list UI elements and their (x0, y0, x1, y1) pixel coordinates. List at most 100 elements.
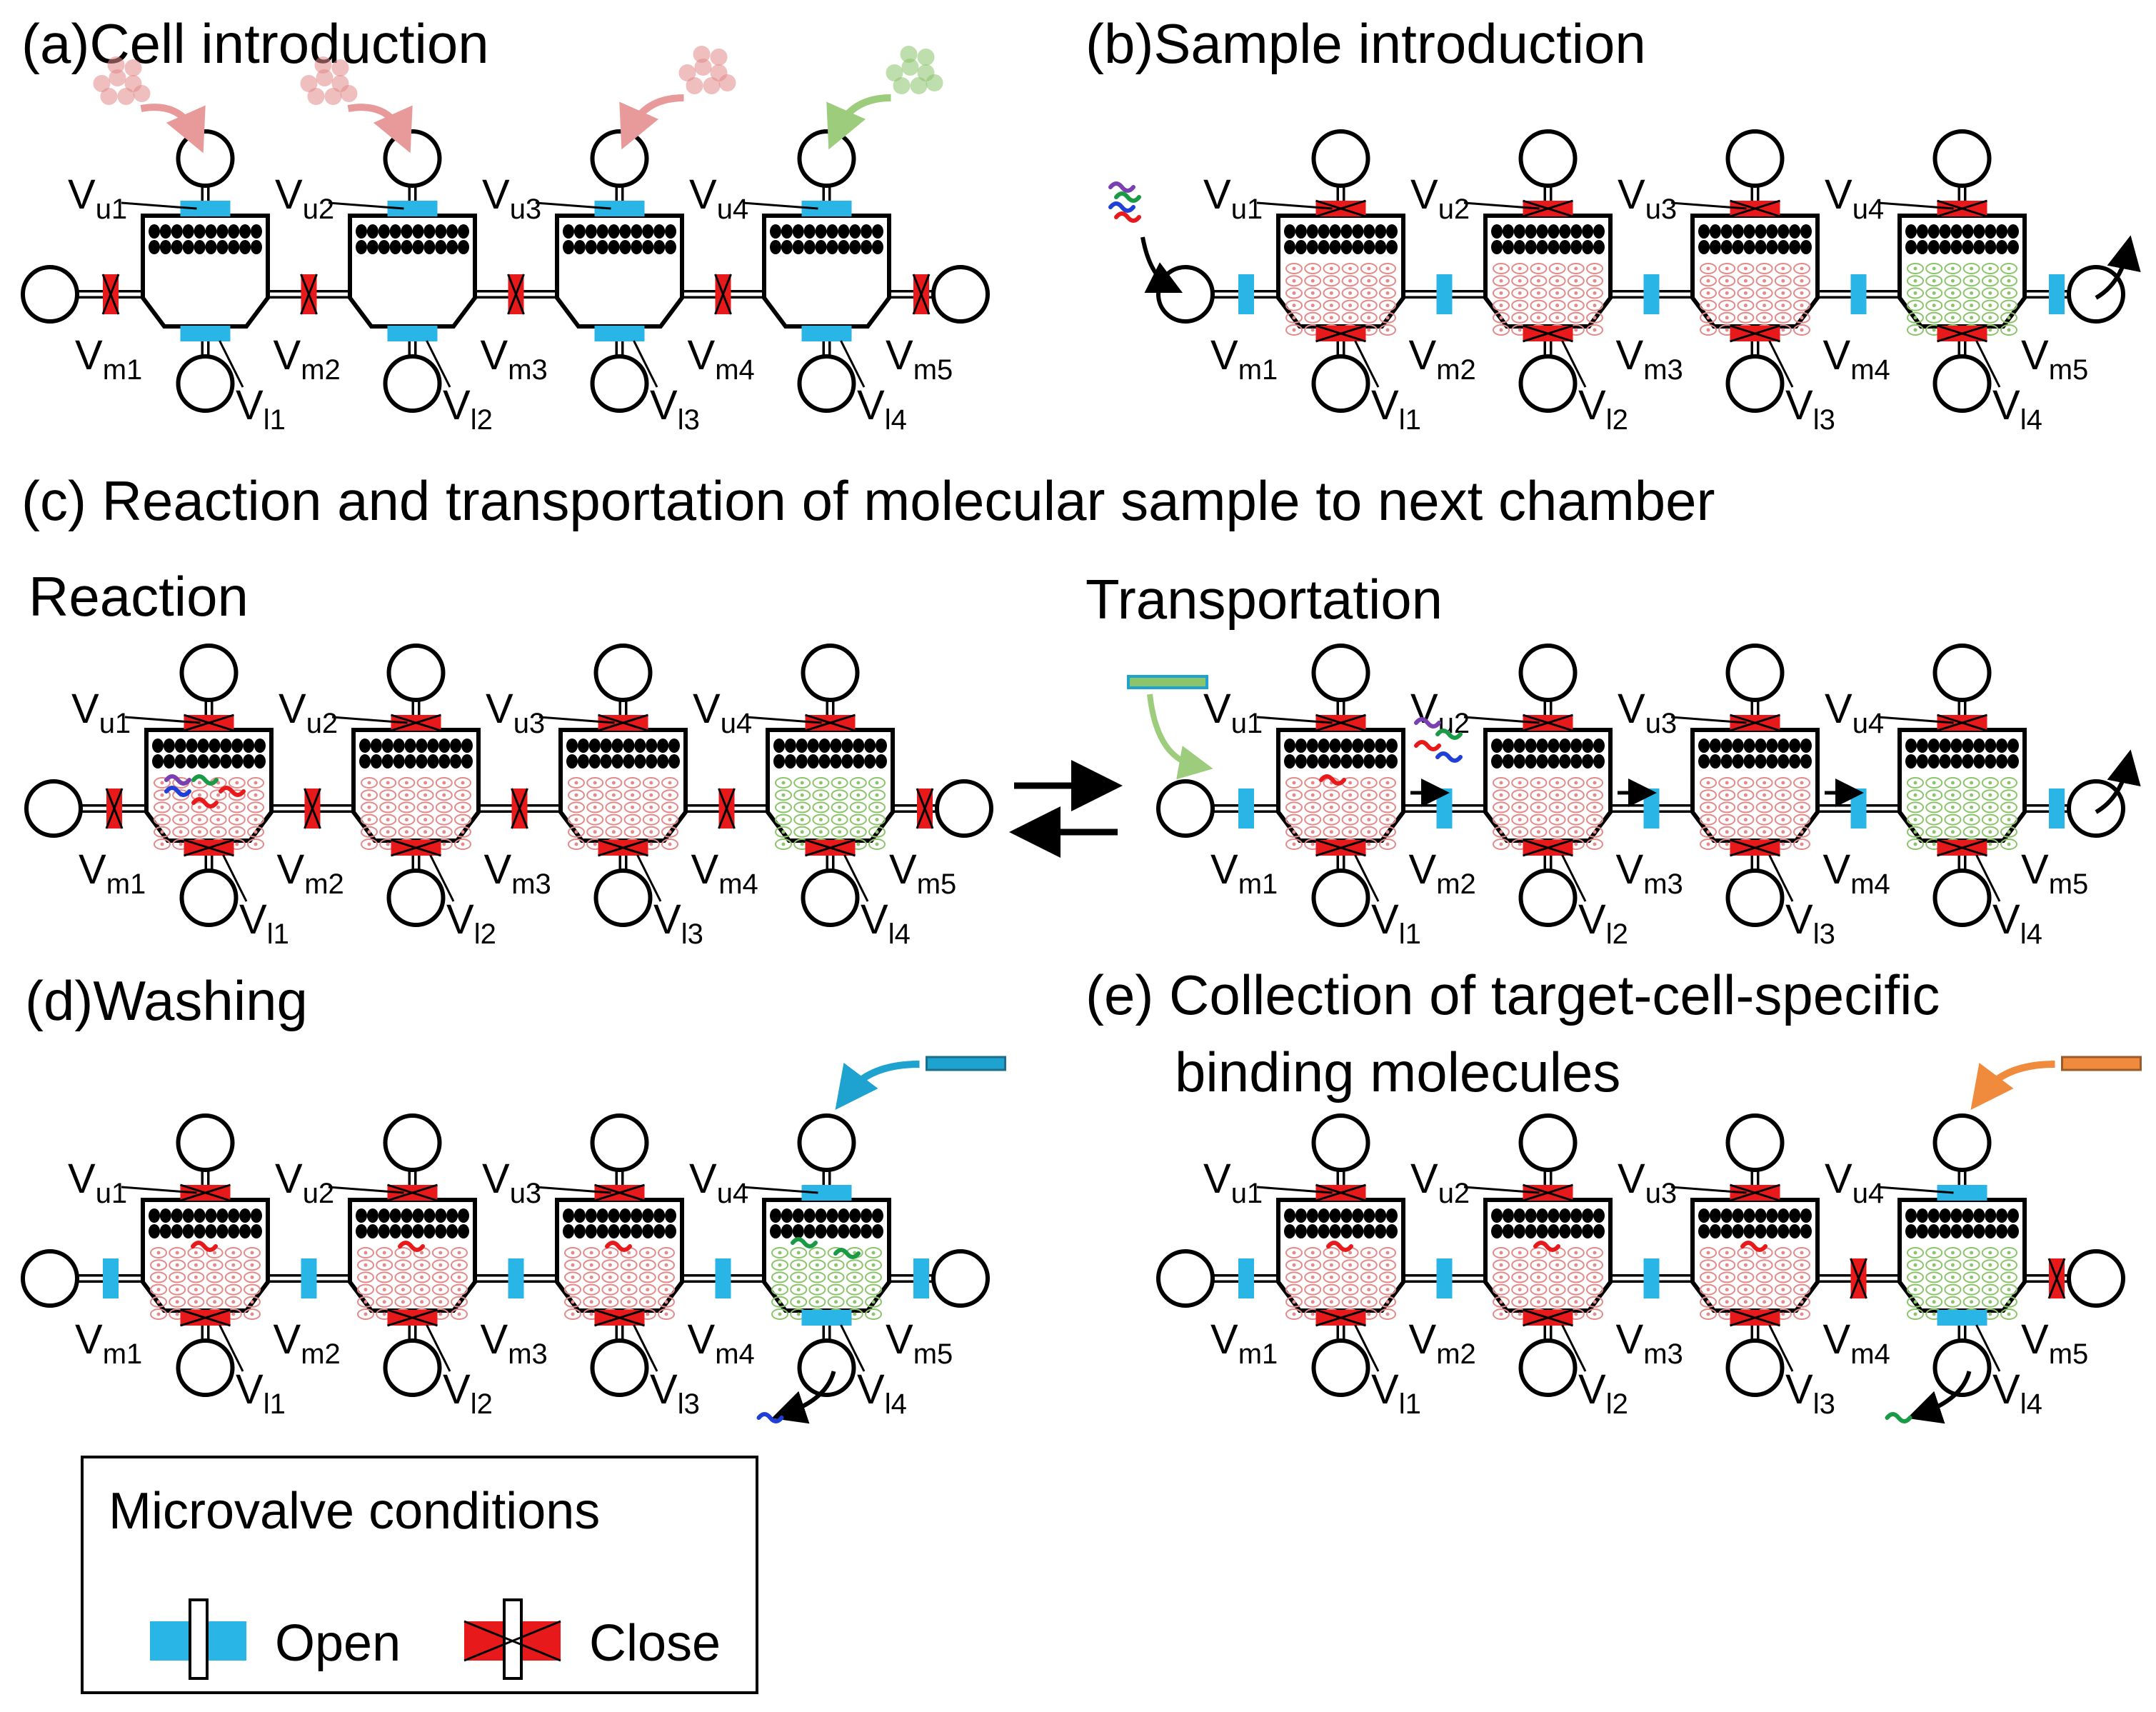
label-l2: Vl2 (446, 896, 496, 950)
lower-well-1 (1311, 868, 1370, 927)
bead-row (1284, 1208, 1398, 1238)
cell-suspension-3 (678, 46, 736, 94)
valve-m2 (301, 1258, 317, 1298)
valve-l3 (1730, 324, 1780, 343)
label-m1: Vm1 (1210, 332, 1278, 386)
label-u1: Vu1 (1203, 1156, 1263, 1209)
lower-well-4 (797, 1338, 856, 1397)
valve-u4 (805, 714, 856, 732)
control-molecule-1 (791, 1237, 818, 1248)
cell-suspension-2 (300, 56, 358, 105)
label-m1: Vm1 (75, 1316, 142, 1370)
label-l3: Vl3 (653, 896, 703, 950)
upper-well-1 (1311, 129, 1370, 188)
label-m4: Vm4 (688, 1316, 755, 1370)
valve-m3 (507, 274, 525, 315)
upper-well-2 (1518, 129, 1578, 188)
collect-out-arrow (1907, 1371, 1972, 1424)
label-l4: Vl4 (1992, 1366, 2042, 1420)
valve-m3 (1643, 274, 1660, 314)
sample-out-arrow (2095, 235, 2141, 300)
valve-l1 (180, 326, 231, 341)
legend-open-label: Open (275, 1615, 401, 1672)
upper-well-2 (383, 1113, 442, 1172)
upper-well-4 (1932, 644, 1992, 702)
label-m2: Vm2 (1409, 846, 1476, 900)
bead-row (566, 739, 680, 769)
label-m4: Vm4 (1823, 332, 1890, 386)
bead-row (773, 739, 887, 769)
valve-l3 (594, 326, 645, 341)
lower-well-2 (386, 868, 446, 927)
outlet-well (2067, 1249, 2125, 1308)
bound-molecule-3 (605, 1241, 632, 1252)
bead-row (1905, 224, 2019, 254)
upper-well-4 (797, 129, 856, 188)
panel-c-title: (c) Reaction and transportation of molec… (21, 469, 1715, 532)
label-m3: Vm3 (484, 846, 551, 900)
label-l4: Vl4 (861, 896, 911, 950)
outlet-well (2067, 265, 2125, 324)
lower-well-1 (176, 1338, 235, 1397)
label-u1: Vu1 (1203, 171, 1263, 225)
label-l1: Vl1 (236, 382, 286, 436)
upper-well-3 (593, 644, 653, 702)
cell-array (1285, 777, 1396, 850)
label-m2: Vm2 (274, 1316, 341, 1370)
bead-row (1284, 224, 1398, 254)
reaction-title: Reaction (29, 565, 249, 628)
valve-u1 (180, 201, 231, 216)
transported-molecule-1 (1414, 717, 1441, 729)
introduce-arrow-1 (140, 104, 206, 154)
transported-molecule-2 (1435, 729, 1463, 740)
lower-well-4 (1932, 868, 1992, 927)
valve-l2 (387, 1308, 438, 1327)
lower-well-2 (1518, 868, 1578, 927)
upper-well-3 (1725, 129, 1785, 188)
label-l2: Vl2 (1578, 896, 1628, 950)
label-l3: Vl3 (650, 1366, 700, 1420)
valve-u1 (1315, 714, 1366, 732)
valve-m5 (913, 1258, 929, 1298)
upper-well-3 (1725, 1113, 1785, 1172)
lower-well-4 (1932, 1338, 1992, 1397)
valve-m2 (300, 274, 318, 315)
label-l3: Vl3 (1785, 382, 1835, 436)
label-u3: Vu3 (486, 686, 545, 739)
valve-l4 (805, 839, 856, 857)
valve-m5 (2047, 1258, 2066, 1299)
panel-d-title: (d)Washing (25, 969, 308, 1032)
lower-well-3 (1725, 868, 1785, 927)
bound-molecule-2 (1533, 1241, 1560, 1252)
valve-m3 (1643, 1258, 1660, 1298)
upper-well-4 (797, 1113, 856, 1172)
wash-in-arrow (835, 1061, 920, 1110)
label-m2: Vm2 (1409, 1316, 1476, 1370)
valve-m3 (511, 788, 528, 829)
valve-u2 (387, 201, 438, 216)
panel-e-title-line1: (e) Collection of target-cell-specific (1085, 963, 1940, 1026)
bound-molecule-3 (1740, 1241, 1768, 1252)
lower-well-3 (590, 1338, 649, 1397)
cell-array (1493, 263, 1603, 336)
valve-u1 (1315, 199, 1366, 218)
lower-well-3 (593, 868, 653, 927)
label-m3: Vm3 (481, 1316, 548, 1370)
upper-well-1 (176, 129, 235, 188)
valve-u2 (1523, 199, 1573, 218)
flow-out-arrow (2095, 749, 2141, 814)
bead-row (1491, 224, 1605, 254)
valve-m5 (2049, 274, 2065, 314)
upper-well-1 (1311, 644, 1370, 702)
label-l1: Vl1 (1371, 896, 1421, 950)
bound-molecule (1319, 774, 1346, 786)
label-u4: Vu4 (689, 1156, 748, 1209)
lower-well-2 (383, 354, 442, 413)
transported-molecule-3 (1414, 740, 1441, 751)
